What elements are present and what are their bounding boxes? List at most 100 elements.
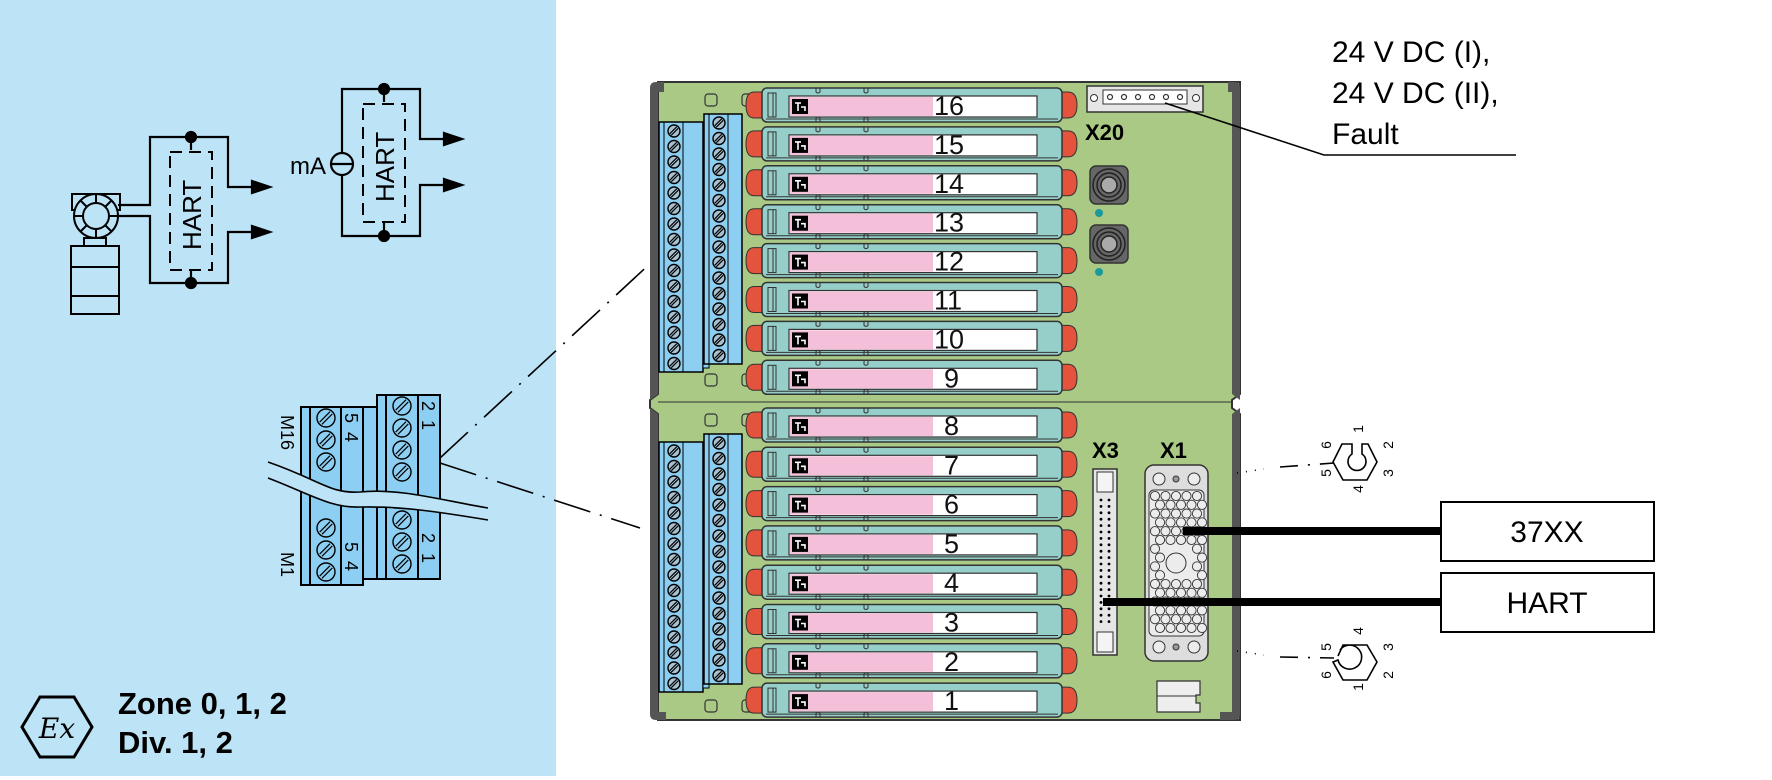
module-slot[interactable]: 12 <box>745 242 1078 279</box>
power-switch-2[interactable] <box>1089 224 1129 264</box>
pin <box>1191 508 1203 519</box>
module-slot[interactable]: 9 <box>745 359 1078 396</box>
pin <box>1099 588 1103 591</box>
pin <box>1186 534 1197 546</box>
ex-symbol-icon: Ex <box>20 695 94 759</box>
pin <box>1149 578 1161 590</box>
x20-connector[interactable] <box>1086 85 1204 113</box>
pin <box>1099 601 1103 604</box>
pin <box>1099 581 1103 585</box>
ground-bracket-icon <box>1156 680 1201 713</box>
pin <box>1099 607 1103 611</box>
pin <box>1107 530 1111 534</box>
pin <box>1196 552 1208 563</box>
pin <box>1170 578 1182 590</box>
pin <box>1107 607 1111 611</box>
power-switch-1[interactable] <box>1089 165 1129 205</box>
module-slot[interactable]: 2 <box>745 643 1078 679</box>
pin <box>1191 614 1203 625</box>
x20-label: X20 <box>1085 120 1124 145</box>
coding-pin-label: 2 <box>1380 441 1396 449</box>
screw-icon <box>712 116 726 130</box>
module-slot[interactable]: 3 <box>745 603 1078 640</box>
power-label-24vdc-1: 24 V DC (I), <box>1332 36 1490 69</box>
pin <box>1149 543 1161 554</box>
pin <box>1165 499 1176 510</box>
module-slot[interactable]: 15 <box>745 126 1078 162</box>
pin <box>1196 534 1208 546</box>
screw-icon <box>667 475 681 489</box>
module-slot[interactable]: 6 <box>745 485 1078 522</box>
screw-icon <box>1172 643 1180 651</box>
screw-icon <box>667 568 681 582</box>
pin <box>1181 490 1192 502</box>
pin <box>1186 622 1197 634</box>
screw-icon <box>712 333 726 347</box>
pad <box>704 699 718 713</box>
pin <box>1099 594 1103 598</box>
screw-icon <box>667 341 681 355</box>
module-slot[interactable]: 8 <box>745 407 1078 443</box>
module-number: 13 <box>934 208 964 238</box>
screw-icon <box>712 513 726 528</box>
module-slot[interactable]: 7 <box>745 446 1078 483</box>
x1-connector[interactable] <box>1144 464 1209 662</box>
pin <box>1107 498 1111 502</box>
mount-hole <box>1090 94 1098 102</box>
pin <box>1165 534 1176 546</box>
module-slot[interactable]: 16 <box>745 87 1078 123</box>
system-box-37xx: 37XX <box>1440 501 1655 562</box>
pin <box>1099 517 1103 521</box>
pin <box>1107 594 1111 598</box>
module-slot[interactable]: 14 <box>745 165 1078 201</box>
screw-icon <box>316 430 336 450</box>
module-slot[interactable]: 5 <box>745 525 1078 561</box>
screw-icon <box>712 193 726 208</box>
screw-icon <box>712 224 726 239</box>
terminal-label-m1: M1 <box>277 552 297 577</box>
module-cap <box>1061 363 1078 391</box>
module-slot[interactable]: 4 <box>745 564 1078 600</box>
module-slot[interactable]: 1 <box>745 682 1078 718</box>
module-cap <box>745 647 763 675</box>
module-cap <box>1061 91 1078 119</box>
current-source-label: mA <box>290 153 326 180</box>
pin <box>1107 562 1111 566</box>
system-box-hart: HART <box>1440 572 1655 633</box>
module-cap <box>1061 286 1078 313</box>
pin <box>1160 508 1171 519</box>
screw-icon <box>667 124 681 138</box>
screw-icon <box>712 560 726 574</box>
module-cap <box>745 411 763 439</box>
division-rating: Div. 1, 2 <box>118 725 233 760</box>
pin <box>1181 508 1192 519</box>
pin <box>1154 622 1166 634</box>
screw-icon <box>667 506 681 520</box>
system-box-37xx-label: 37XX <box>1510 516 1583 549</box>
screw-icon <box>392 510 412 530</box>
module-number: 7 <box>944 450 959 480</box>
pin <box>1165 605 1176 616</box>
status-led-1 <box>1095 209 1103 217</box>
coding-pin-label: 4 <box>1350 485 1366 493</box>
pin <box>1099 524 1103 527</box>
pin <box>1154 587 1166 598</box>
pin <box>1107 511 1111 515</box>
module-slot[interactable]: 10 <box>745 320 1078 357</box>
module-number: 6 <box>944 490 959 520</box>
screw-icon <box>712 637 726 652</box>
screw-icon <box>316 562 336 582</box>
terminal-strips <box>658 93 755 713</box>
x3-connector[interactable] <box>1092 468 1118 656</box>
pin <box>1099 556 1103 559</box>
pin <box>1165 517 1176 528</box>
pin <box>1107 569 1111 572</box>
terminal-strip <box>658 441 704 693</box>
pin <box>1186 517 1197 528</box>
pin-label: 4 <box>341 561 361 571</box>
module-slot[interactable]: 11 <box>745 281 1078 318</box>
screw-icon <box>712 436 726 450</box>
module-cap <box>1061 169 1078 197</box>
module-number: 11 <box>934 286 962 316</box>
module-slot[interactable]: 13 <box>745 203 1078 240</box>
